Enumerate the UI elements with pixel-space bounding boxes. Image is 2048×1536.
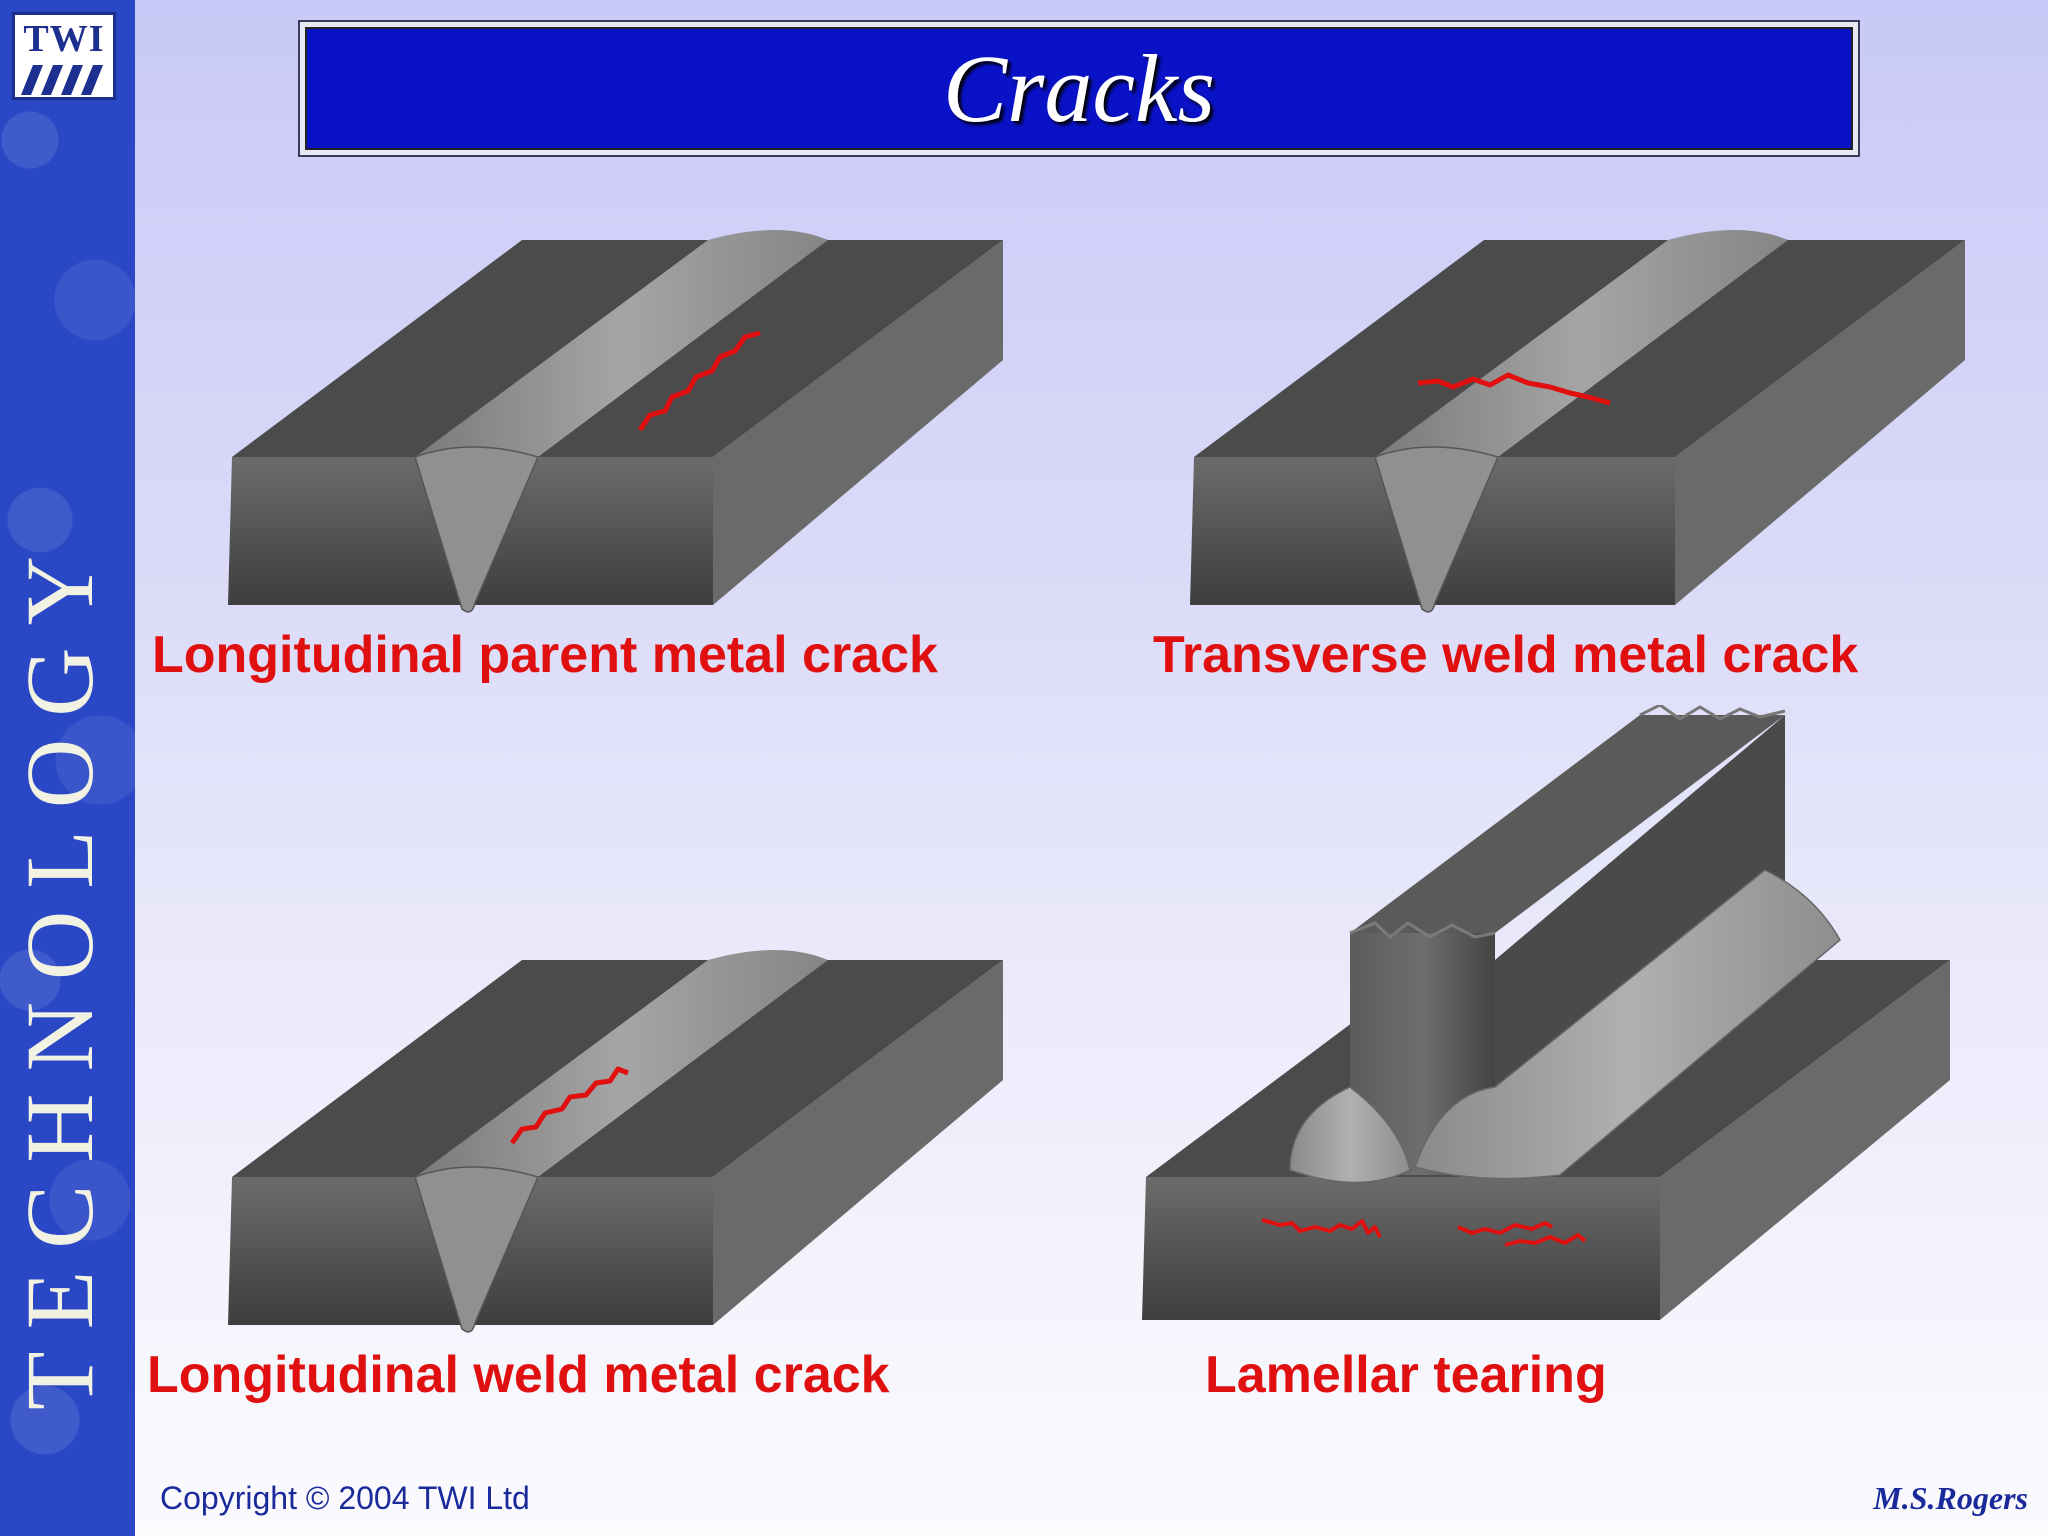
plate-side bbox=[713, 240, 1003, 605]
logo-text: TWI bbox=[23, 18, 105, 60]
caption-lamellar-tearing: Lamellar tearing bbox=[1205, 1346, 1607, 1404]
weld-root bbox=[414, 446, 540, 613]
sidebar-panel: TWI TECHNOLOGY bbox=[0, 0, 135, 1536]
right-fillet-weld bbox=[1414, 869, 1841, 1180]
crack-line bbox=[509, 1066, 629, 1145]
weld-bead bbox=[415, 950, 828, 1177]
diagram-transverse-weld-crack bbox=[1190, 230, 1965, 613]
diagram-longitudinal-parent-crack bbox=[228, 230, 1003, 613]
author-signature: M.S.Rogers bbox=[1873, 1480, 2028, 1516]
lamellar-crack-1 bbox=[1261, 1218, 1382, 1238]
lamellar-crack-2 bbox=[1457, 1221, 1553, 1235]
weld-root bbox=[1374, 446, 1500, 613]
weld-bead bbox=[415, 230, 828, 457]
left-fillet-weld bbox=[1289, 1086, 1411, 1184]
plate-side bbox=[1675, 240, 1965, 605]
logo-stripes-icon bbox=[21, 65, 103, 95]
web-plate-torn-edge bbox=[1639, 705, 1786, 721]
copyright-text: Copyright © 2004 TWI Ltd bbox=[160, 1480, 530, 1516]
page-title: Cracks bbox=[943, 35, 1215, 142]
twi-logo: TWI bbox=[12, 12, 116, 100]
lamellar-crack-3 bbox=[1504, 1233, 1587, 1247]
caption-transverse-weld: Transverse weld metal crack bbox=[1153, 626, 1859, 684]
title-inner: Cracks bbox=[305, 27, 1853, 150]
caption-longitudinal-weld: Longitudinal weld metal crack bbox=[147, 1346, 890, 1404]
diagram-lamellar-tearing bbox=[1142, 705, 1950, 1320]
crack-line bbox=[1417, 372, 1611, 406]
crack-line bbox=[637, 330, 761, 432]
plate-side bbox=[1660, 960, 1950, 1320]
sidebar-word: TECHNOLOGY bbox=[6, 534, 113, 1410]
title-bar: Cracks bbox=[298, 20, 1860, 157]
weld-root bbox=[414, 1166, 540, 1333]
weld-bead bbox=[1375, 230, 1788, 457]
web-plate-top bbox=[1350, 715, 1785, 933]
diagram-longitudinal-weld-crack bbox=[228, 950, 1003, 1333]
plate-front bbox=[1142, 1177, 1660, 1320]
plate-side bbox=[713, 960, 1003, 1325]
web-plate-top-edge bbox=[1349, 921, 1496, 939]
caption-longitudinal-parent: Longitudinal parent metal crack bbox=[152, 626, 938, 684]
